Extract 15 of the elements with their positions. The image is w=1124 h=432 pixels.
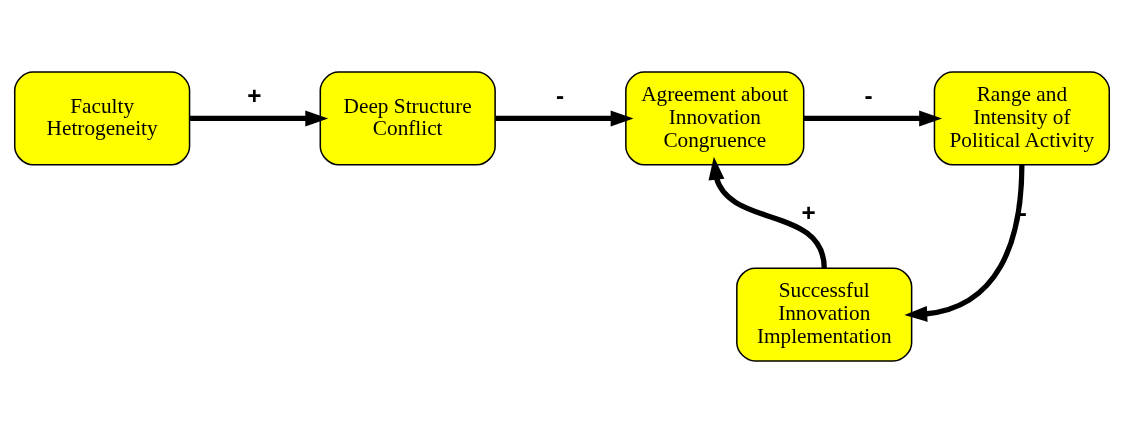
arrow (904, 164, 1025, 322)
node-box: Faculty Hetrogeneity (13, 70, 191, 166)
node-box: Agreement about Innovation Congruence (625, 70, 805, 166)
edge-label: + (801, 198, 816, 226)
edge-label: - (555, 81, 565, 109)
arrow (189, 109, 329, 126)
edge-label: - (1018, 198, 1027, 226)
node-box: Successful Innovation Implementation (736, 266, 913, 362)
node-box: Deep Structure Conflict (319, 70, 496, 166)
arrow (708, 156, 827, 269)
arrow (495, 109, 634, 126)
arrow (804, 109, 943, 126)
edge-label: - (864, 81, 873, 109)
edge-label: + (247, 81, 262, 109)
node-box: Range and Intensity of Political Activity (933, 70, 1111, 166)
